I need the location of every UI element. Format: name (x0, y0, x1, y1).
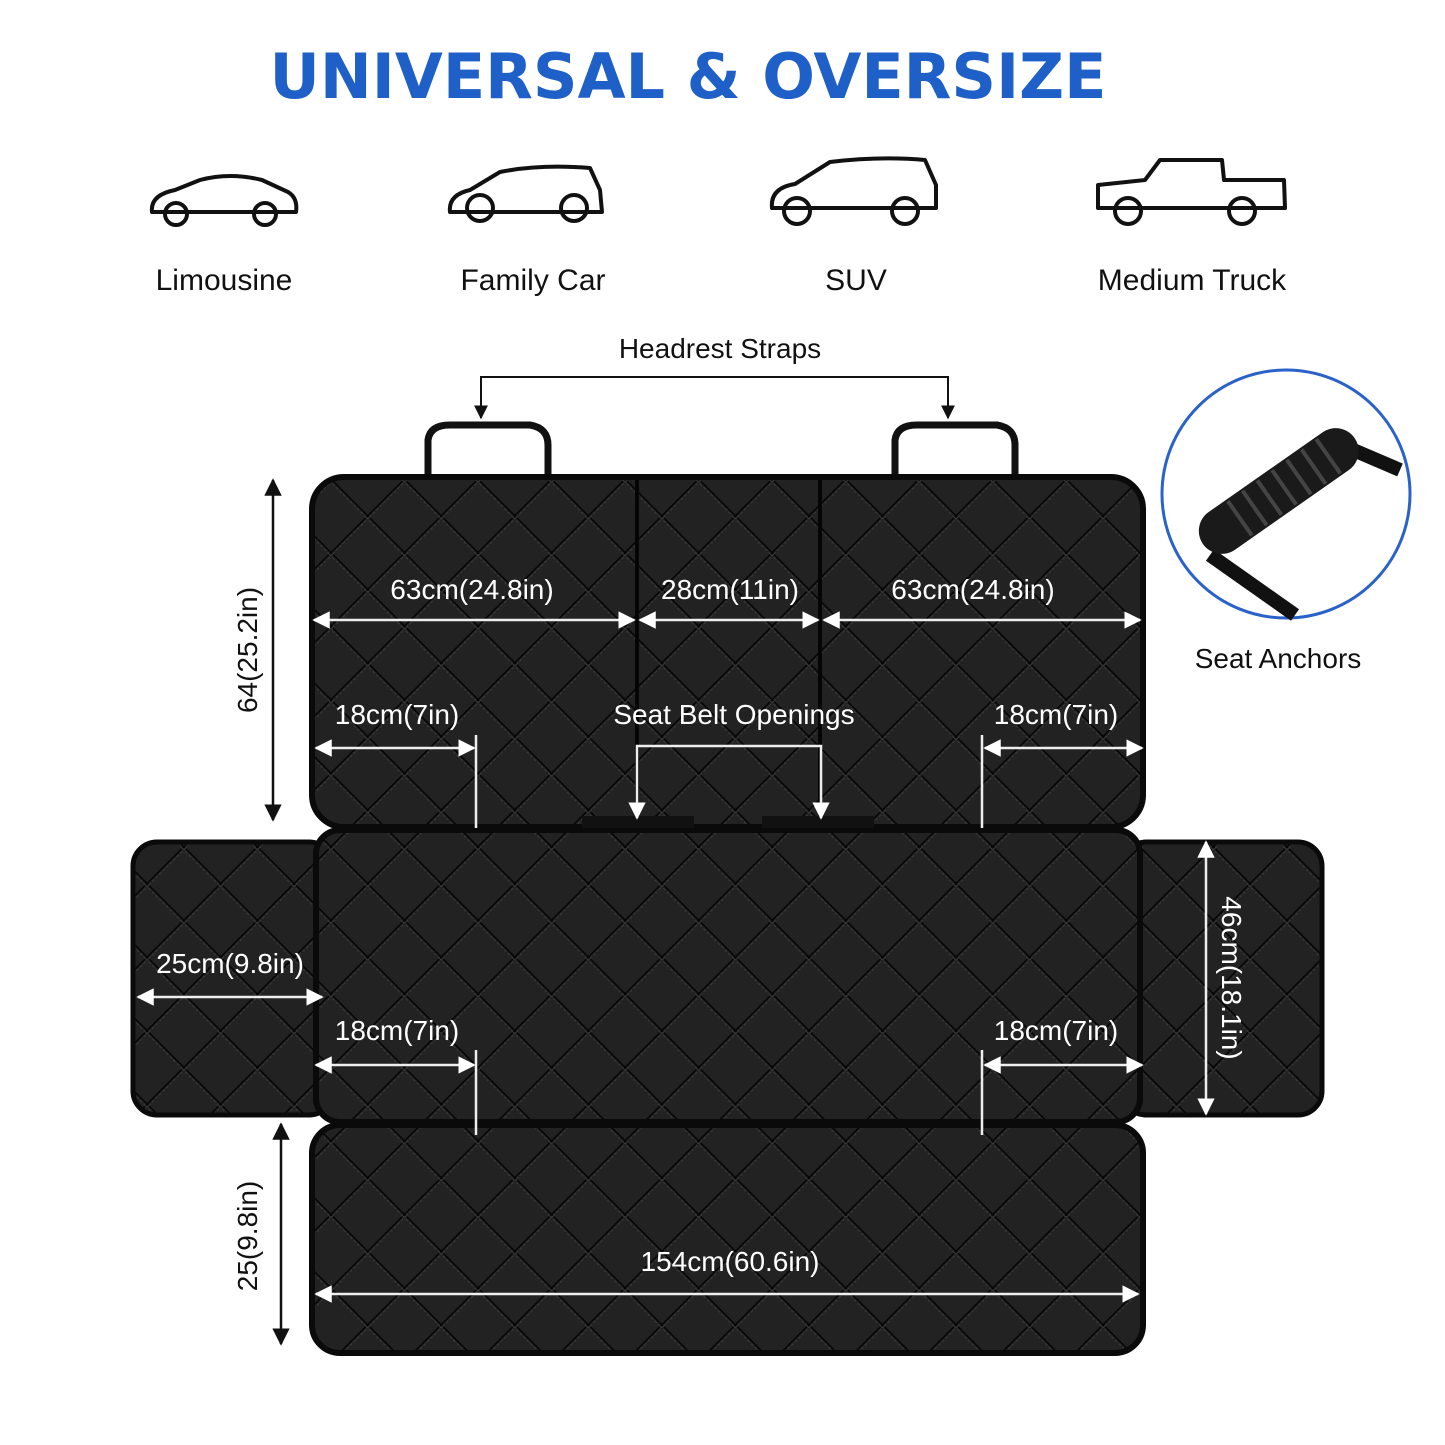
top-left-opening-label: 18cm(7in) (335, 699, 459, 730)
top-right-width-label: 63cm(24.8in) (891, 574, 1054, 605)
back-height-label: 64(25.2in) (232, 587, 263, 713)
headrest-straps-label: Headrest Straps (619, 333, 821, 364)
headrest-straps-bracket (474, 376, 955, 420)
outer-dimension-lines (264, 478, 1215, 1346)
top-right-opening-label: 18cm(7in) (994, 699, 1118, 730)
front-flap-panel (309, 1122, 1146, 1356)
top-left-width-label: 63cm(24.8in) (390, 574, 553, 605)
front-flap-height-label: 25(9.8in) (232, 1181, 263, 1292)
seat-belt-opening-right (762, 816, 874, 828)
sedan-icon (149, 174, 299, 227)
mid-left-opening-label: 18cm(7in) (335, 1015, 459, 1046)
seat-anchors-label: Seat Anchors (1195, 643, 1362, 674)
seat-belt-openings-label: Seat Belt Openings (613, 699, 854, 730)
seat-anchor-inset (1160, 368, 1412, 621)
total-width-label: 154cm(60.6in) (641, 1246, 820, 1277)
hatchback-icon (447, 164, 604, 223)
suv-icon (769, 156, 938, 226)
dimension-lines (136, 611, 1144, 1303)
vehicle-label-medium-truck: Medium Truck (1098, 264, 1287, 297)
vehicle-label-suv: SUV (825, 264, 887, 297)
seat-depth-label: 46cm(18.1in) (1216, 896, 1247, 1059)
page-title: UNIVERSAL & OVERSIZE (270, 40, 1107, 113)
top-middle-width-label: 28cm(11in) (661, 574, 799, 605)
seat-panel (313, 827, 1143, 1125)
mid-right-opening-label: 18cm(7in) (994, 1015, 1118, 1046)
pickup-truck-icon (1096, 158, 1287, 226)
backrest-panel (309, 474, 1146, 830)
vehicle-label-family-car: Family Car (460, 264, 605, 297)
vehicle-label-limousine: Limousine (156, 264, 293, 297)
side-flap-width-label: 25cm(9.8in) (156, 948, 304, 979)
